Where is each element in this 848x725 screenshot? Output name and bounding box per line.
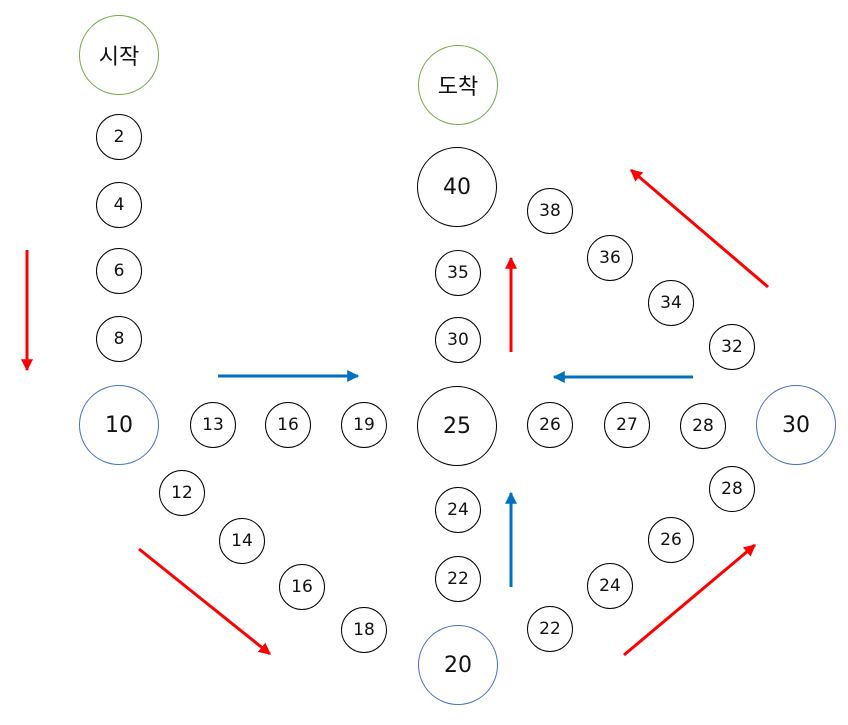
arrow-diag-up-right	[623, 543, 756, 657]
left-corner-circle: 10	[79, 385, 159, 465]
center-to-top-node: 30	[435, 317, 481, 363]
top-circle: 40	[417, 147, 497, 227]
right-to-center-node: 26	[527, 402, 573, 448]
left-to-center-node: 19	[341, 402, 387, 448]
start-circle: 시작	[79, 15, 159, 95]
finish-circle: 도착	[418, 45, 498, 125]
left-diagonal-node: 14	[219, 518, 265, 564]
arrow-diag-up-left	[630, 168, 769, 289]
center-circle: 25	[417, 386, 497, 466]
right-to-center-node: 27	[604, 402, 650, 448]
right-upper-diagonal-node: 36	[587, 235, 633, 281]
left-column-node: 8	[96, 316, 142, 362]
left-column-node: 2	[96, 114, 142, 160]
arrow-diag-down-right	[138, 547, 271, 656]
bottom-to-center-node: 22	[435, 556, 481, 602]
right-to-center-node: 28	[680, 403, 726, 449]
left-column-node: 6	[96, 248, 142, 294]
left-to-center-node: 13	[190, 402, 236, 448]
left-column-node: 4	[96, 182, 142, 228]
right-upper-diagonal-node: 34	[648, 280, 694, 326]
right-lower-diagonal-node: 24	[587, 563, 633, 609]
right-lower-diagonal-node: 28	[709, 466, 755, 512]
left-diagonal-node: 12	[159, 470, 205, 516]
right-lower-diagonal-node: 26	[648, 517, 694, 563]
right-corner-circle: 30	[756, 385, 836, 465]
bottom-to-center-node: 24	[435, 487, 481, 533]
left-diagonal-node: 16	[279, 564, 325, 610]
right-lower-diagonal-node: 22	[527, 606, 573, 652]
left-diagonal-node: 18	[341, 607, 387, 653]
right-upper-diagonal-node: 38	[527, 188, 573, 234]
right-upper-diagonal-node: 32	[709, 324, 755, 370]
center-to-top-node: 35	[435, 250, 481, 296]
left-to-center-node: 16	[265, 402, 311, 448]
bottom-corner-circle: 20	[418, 625, 498, 705]
